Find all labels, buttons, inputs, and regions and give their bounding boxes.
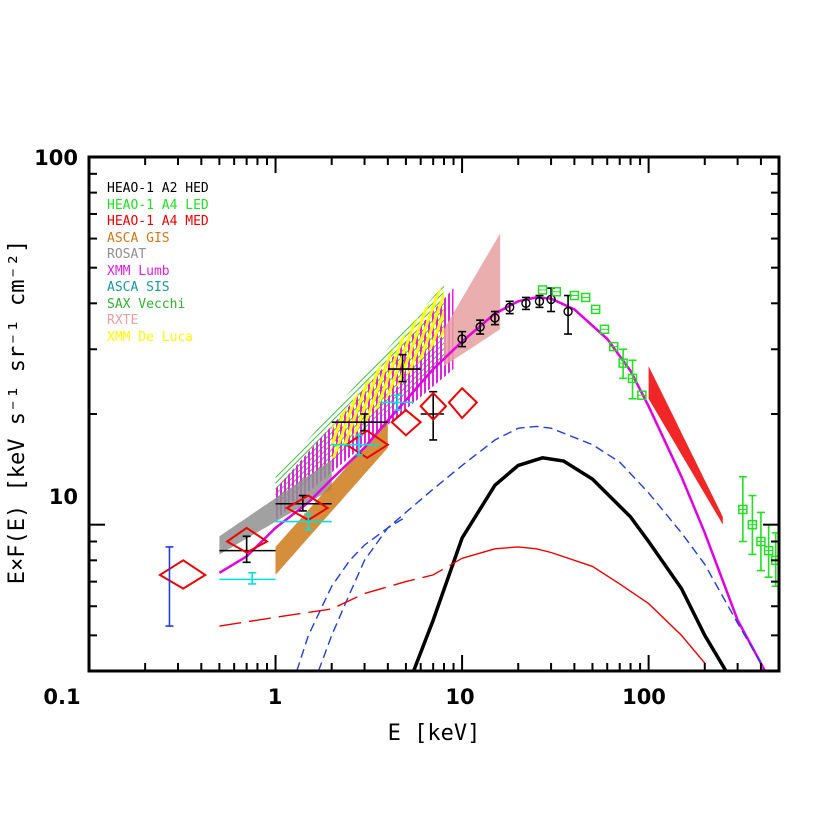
legend-entry-xmm-de-luca: XMM De Luca xyxy=(107,330,193,345)
data-point-heao-1-a4-med xyxy=(447,386,479,420)
curve-obscured-agn-a xyxy=(317,425,762,671)
data-point-heao-1-a2-hed xyxy=(521,298,531,309)
data-point-heao-1-a2-hed xyxy=(475,322,485,332)
x-tick-label: 100 xyxy=(622,685,666,709)
legend-entry-asca-sis: ASCA SIS xyxy=(107,280,170,295)
legend-entry-heao1-a2-hed: HEAO-1 A2 HED xyxy=(107,181,209,196)
data-point-heao-1-a2-hed xyxy=(546,294,556,305)
band-rosat xyxy=(219,459,332,555)
curve-unobscured-agn-solid xyxy=(461,546,706,664)
data-point-heao-1-a2-hed xyxy=(563,306,573,317)
legend-entry-heao1-a4-med: HEAO-1 A4 MED xyxy=(107,214,209,229)
data-point-heao-1-a4-med xyxy=(225,526,269,554)
band-asca-gis xyxy=(275,420,388,575)
legend-entry-xmm-lumb: XMM Lumb xyxy=(107,264,170,279)
legend-entry-rosat: ROSAT xyxy=(107,247,146,262)
y-tick-label: 100 xyxy=(34,146,78,170)
x-axis-title: E [keV] xyxy=(388,721,481,746)
legend: HEAO-1 A2 HED HEAO-1 A4 LED HEAO-1 A4 ME… xyxy=(107,181,209,345)
data-point-heao-1-a4-med xyxy=(284,494,330,522)
x-tick-label: 10 xyxy=(445,685,474,709)
band-heao-1-a4-med-high-energy xyxy=(648,366,723,525)
band-xmm-de-luca xyxy=(331,284,444,460)
curve-unobscured-agn-dashed xyxy=(219,557,463,627)
data-point-heao-1-a2-hed xyxy=(490,313,500,323)
x-tick-label: 0.1 xyxy=(43,685,80,709)
y-axis-title: E×F(E) [keV s⁻¹ sr⁻¹ cm⁻²] xyxy=(5,240,30,584)
legend-entry-asca-gis: ASCA GIS xyxy=(107,231,170,246)
curve-absorbed-component xyxy=(411,456,728,671)
data-point-heao-1-a4-med xyxy=(157,559,208,590)
axes xyxy=(88,156,780,672)
curve-obscured-agn-b xyxy=(296,516,407,671)
legend-entry-heao1-a4-led: HEAO-1 A4 LED xyxy=(107,198,209,213)
data-point-heao-1-a4-med xyxy=(390,408,423,437)
data-point-heao-1-a4-med xyxy=(419,391,448,422)
curve-total-model xyxy=(218,296,767,671)
band-rxte xyxy=(444,233,501,367)
x-tick-label: 1 xyxy=(268,685,283,709)
plot-area xyxy=(157,233,779,671)
data-point-heao-1-a2-hed xyxy=(534,296,545,307)
data-point-heao-1-a2-hed xyxy=(457,334,467,344)
legend-entry-sax-vecchi: SAX Vecchi xyxy=(107,297,185,312)
y-tick-label: 10 xyxy=(49,485,78,509)
data-point-heao-1-a2-hed xyxy=(504,302,515,313)
legend-entry-rxte: RXTE xyxy=(107,313,138,328)
